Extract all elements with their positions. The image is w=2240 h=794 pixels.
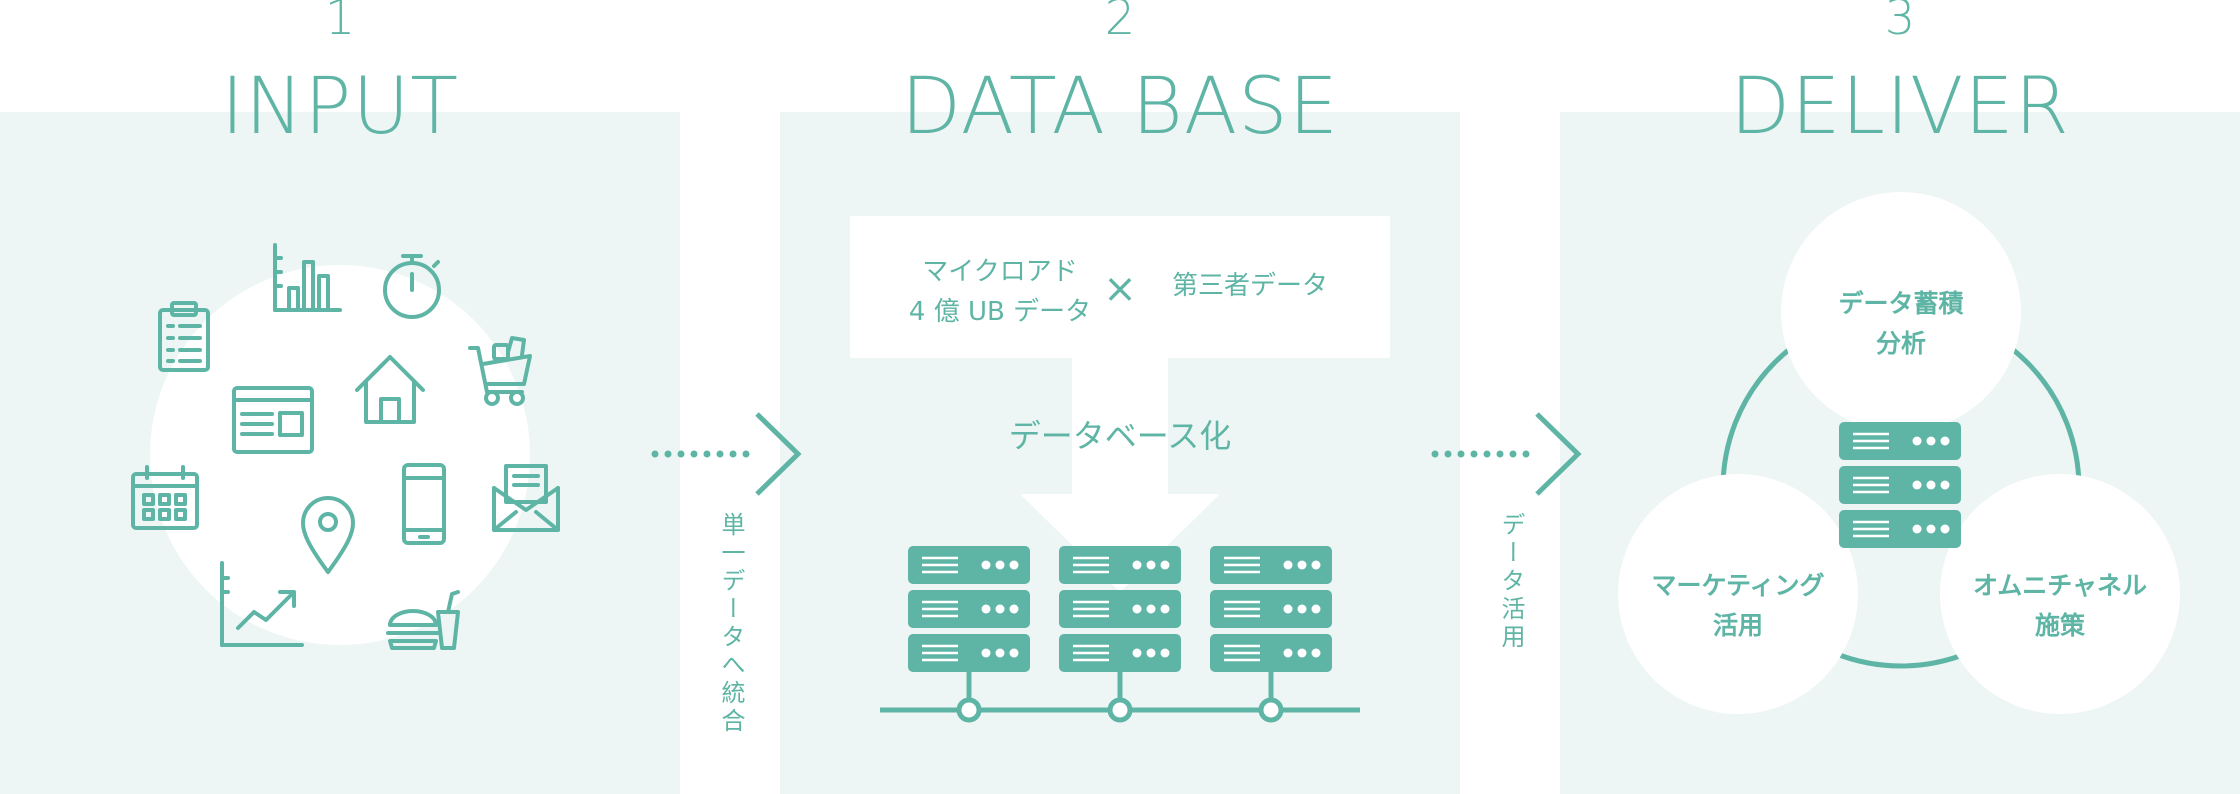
line-chart-icon	[220, 561, 304, 647]
calendar-icon	[131, 465, 199, 530]
location-pin-icon	[301, 496, 355, 574]
step-title-input: INPUT	[220, 62, 460, 152]
omnichannel-label: オムニチャネル 施策	[1972, 571, 2147, 640]
process-label: データベース化	[1008, 417, 1232, 455]
input-backdrop-circle	[150, 265, 530, 645]
dotted-arrow-icon	[651, 412, 802, 496]
step-title-deliver: DELIVER	[1730, 62, 2070, 152]
source-right-label: 第三者データ	[1171, 271, 1328, 301]
step-number-3: 3	[1884, 0, 1916, 46]
times-sign: ×	[1103, 266, 1137, 312]
bar-chart-icon	[273, 243, 342, 312]
server-icon	[1059, 546, 1181, 672]
server-icon	[1839, 422, 1961, 548]
circle-analysis	[1781, 192, 2021, 432]
smartphone-icon	[402, 463, 446, 545]
browser-window-icon	[232, 386, 314, 454]
circle-omnichannel	[1940, 474, 2180, 714]
source-left-label: マイクロアド 4 億 UB データ	[908, 257, 1092, 327]
source-box	[850, 216, 1390, 358]
server-icon	[1210, 546, 1332, 672]
circle-marketing	[1618, 474, 1858, 714]
clipboard-icon	[158, 301, 210, 372]
stopwatch-icon	[383, 254, 441, 319]
step-title-database: DATA BASE	[901, 62, 1339, 152]
server-icon	[908, 546, 1030, 672]
step-number-2: 2	[1104, 0, 1136, 46]
network-bus	[880, 672, 1360, 723]
envelope-icon	[492, 464, 560, 532]
analysis-label: データ蓄積 分析	[1838, 289, 1964, 358]
fast-food-icon	[386, 590, 460, 650]
shopping-cart-icon	[468, 336, 532, 406]
marketing-label: マーケティング 活用	[1651, 571, 1825, 640]
connector-label-utilize: データ活用	[1497, 512, 1525, 652]
home-icon	[355, 355, 425, 424]
step-number-1: 1	[324, 0, 356, 46]
connector-label-integrate: 単一データへ統合	[717, 512, 745, 736]
dotted-arrow-icon	[1431, 412, 1582, 496]
merge-arrow	[1020, 358, 1220, 592]
